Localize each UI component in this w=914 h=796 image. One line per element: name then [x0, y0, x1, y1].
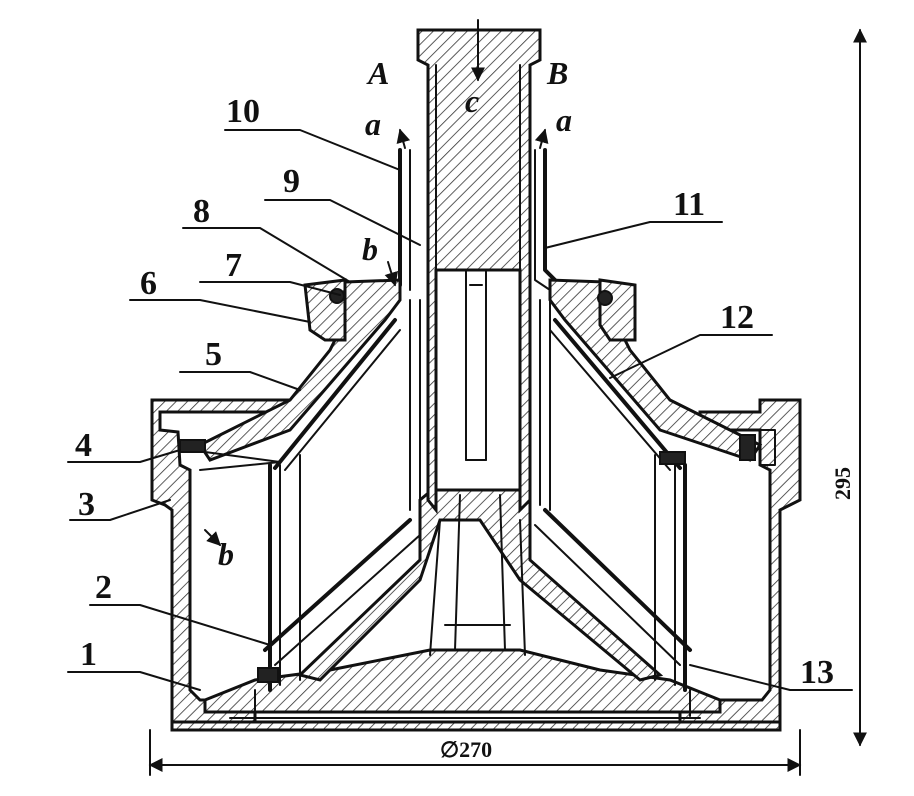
label-a-right: a [556, 102, 572, 138]
label-A: A [366, 55, 389, 91]
label-10: 10 [226, 93, 260, 130]
label-6: 6 [140, 265, 157, 302]
label-8: 8 [193, 193, 210, 230]
label-a-left: a [365, 106, 381, 142]
label-2: 2 [95, 569, 112, 606]
height-dimension-label: 295 [830, 467, 855, 500]
label-b-top: b [362, 231, 378, 267]
label-13: 13 [800, 654, 834, 691]
flow-arrows [204, 19, 549, 546]
central-hub [297, 488, 664, 682]
dimension-lines [148, 28, 867, 776]
label-12: 12 [720, 299, 754, 336]
label-11: 11 [673, 186, 705, 223]
label-c: c [465, 83, 479, 119]
diameter-dimension-label: ∅270 [440, 737, 492, 762]
feed-tube [416, 28, 542, 515]
label-7: 7 [225, 247, 242, 284]
seals [179, 288, 776, 683]
label-b-left: b [218, 536, 234, 572]
label-1: 1 [80, 636, 97, 673]
outer-housing [150, 398, 802, 732]
label-3: 3 [78, 486, 95, 523]
leader-lines [67, 129, 853, 691]
label-B: B [546, 55, 568, 91]
bowl-cover [197, 278, 763, 462]
label-9: 9 [283, 163, 300, 200]
disc-stack [263, 299, 692, 692]
label-4: 4 [75, 427, 92, 464]
label-5: 5 [205, 336, 222, 373]
